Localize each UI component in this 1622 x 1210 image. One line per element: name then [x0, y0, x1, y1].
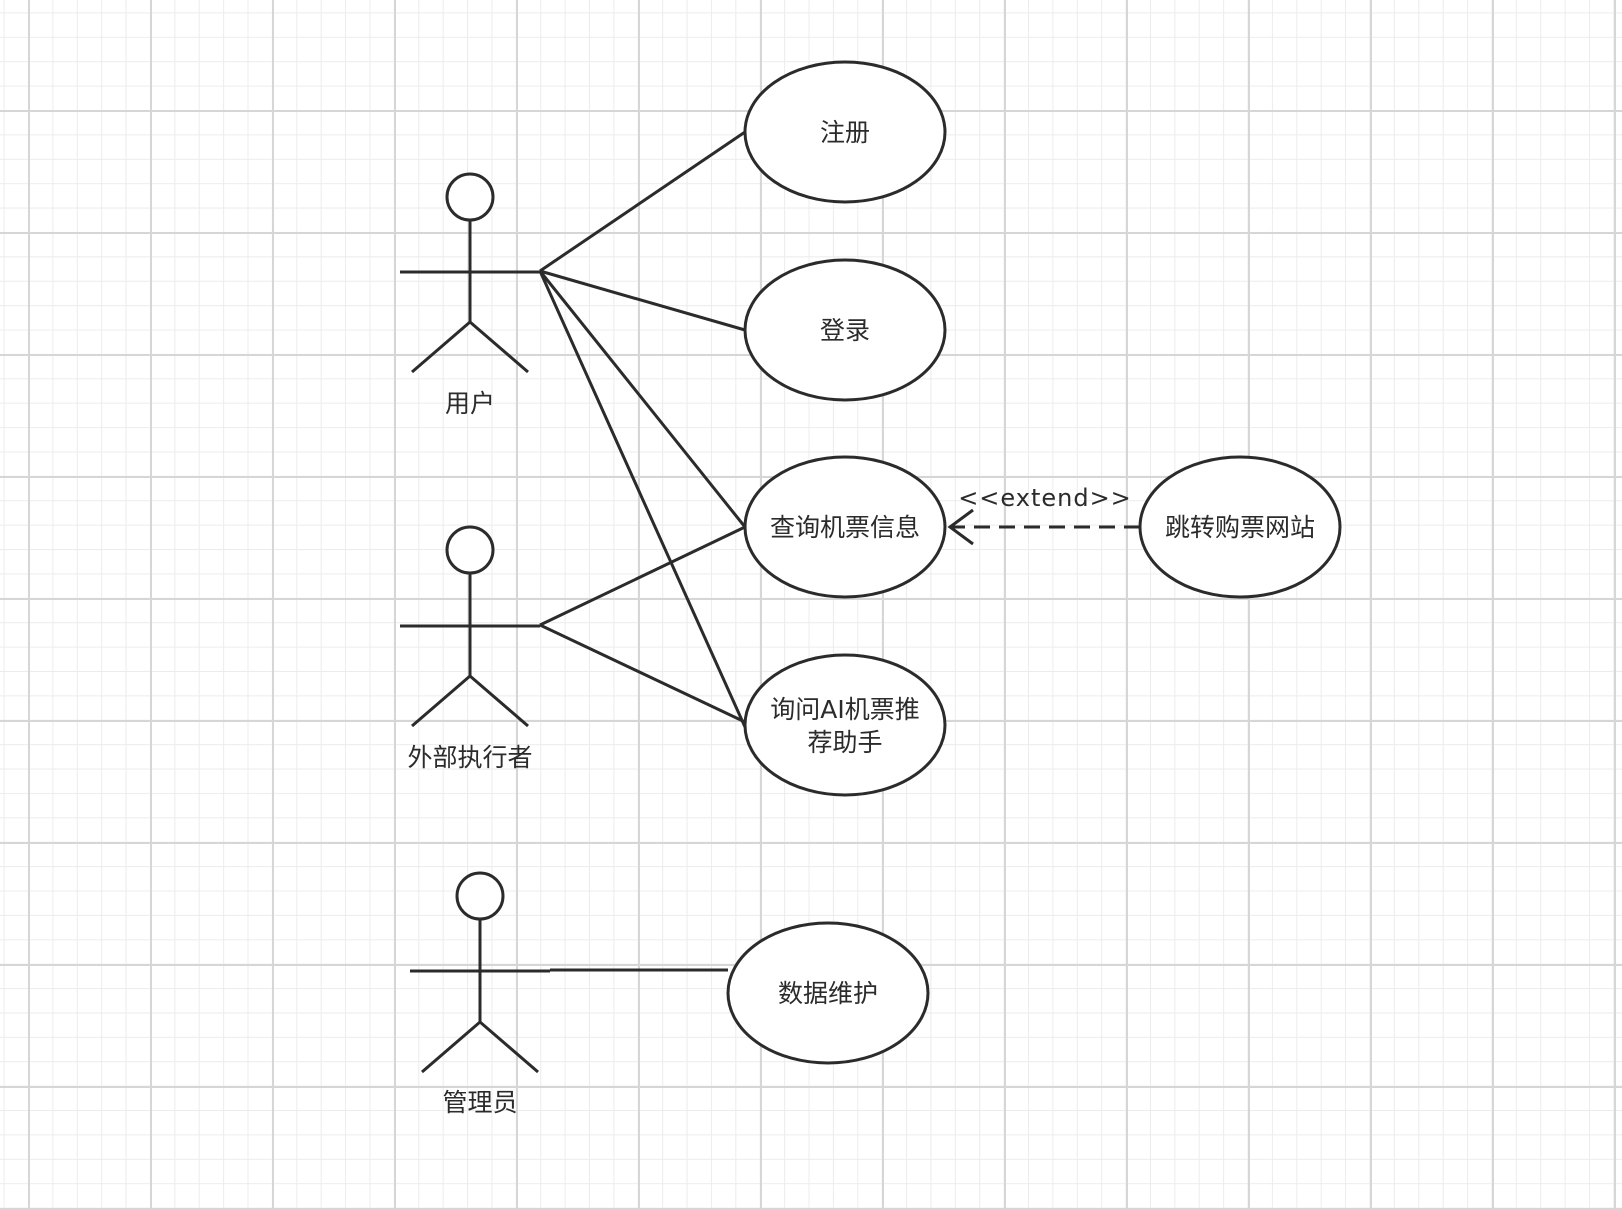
use-case-ai-assistant-ellipse: [743, 653, 947, 797]
use-case-query[interactable]: 查询机票信息: [743, 455, 947, 599]
use-case-jump-label: 跳转购票网站: [1165, 513, 1315, 542]
use-case-ai-assistant-label-line1: 询问AI机票推: [770, 695, 919, 724]
use-case-jump-ellipse: [1138, 455, 1342, 599]
use-case-maintain-label: 数据维护: [778, 979, 878, 1008]
extend-stereotype-label: <<extend>>: [958, 484, 1132, 512]
use-case-jump[interactable]: 跳转购票网站: [1138, 455, 1342, 599]
actor-admin-left-leg: [421, 1020, 481, 1074]
assoc-external-query[interactable]: [539, 525, 746, 627]
actor-external-right-leg: [469, 674, 529, 728]
assoc-user-register[interactable]: [539, 130, 746, 273]
actor-external-head: [445, 525, 495, 575]
use-case-register-label: 注册: [820, 118, 870, 147]
use-case-ai-assistant-label-line2: 荐助手: [807, 728, 882, 757]
actor-user-label: 用户: [445, 389, 495, 418]
assoc-user-login[interactable]: [539, 269, 746, 332]
actor-admin-label: 管理员: [442, 1088, 517, 1117]
actor-external-label: 外部执行者: [407, 743, 532, 772]
use-case-login-ellipse: [743, 258, 947, 402]
actor-admin-head: [455, 871, 505, 921]
use-case-maintain[interactable]: 数据维护: [726, 921, 930, 1065]
extend-arrowhead-icon: [947, 508, 974, 546]
assoc-external-ai[interactable]: [539, 623, 746, 724]
use-case-query-label: 查询机票信息: [770, 513, 920, 542]
actor-admin[interactable]: 管理员: [410, 871, 550, 1117]
extend-relationship[interactable]: <<extend>>: [947, 484, 1140, 546]
use-case-register-ellipse: [743, 60, 947, 204]
actor-external-left-leg: [411, 674, 471, 728]
associations: [538, 130, 747, 972]
use-case-login-label: 登录: [820, 316, 870, 345]
actor-admin-right-leg: [479, 1020, 539, 1074]
use-case-query-ellipse: [743, 455, 947, 599]
assoc-user-query[interactable]: [538, 270, 747, 528]
use-case-register[interactable]: 注册: [743, 60, 947, 204]
assoc-user-ai[interactable]: [538, 270, 747, 728]
actor-external[interactable]: 外部执行者: [400, 525, 540, 772]
actor-user-left-leg: [411, 320, 471, 374]
actor-user[interactable]: 用户: [400, 172, 540, 418]
use-case-ai-assistant[interactable]: 询问AI机票推 荐助手: [743, 653, 947, 797]
actor-user-right-leg: [469, 320, 529, 374]
use-case-maintain-ellipse: [726, 921, 930, 1065]
actor-user-head: [445, 172, 495, 222]
use-case-login[interactable]: 登录: [743, 258, 947, 402]
